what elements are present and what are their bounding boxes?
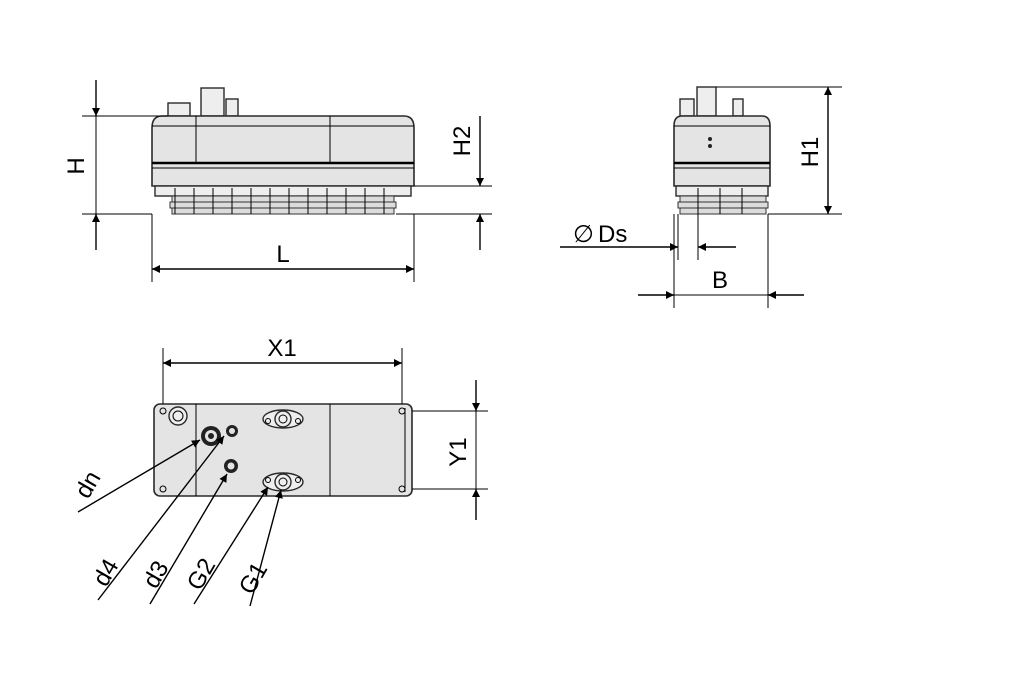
fitting-dn: [168, 406, 188, 426]
label-H: H: [63, 157, 90, 174]
label-dn: dn: [70, 466, 107, 503]
label-d3: d3: [138, 556, 175, 593]
side-fitting-tall: [696, 86, 717, 117]
side-view: H1 ∅ Ds B: [560, 86, 842, 308]
label-G2: G2: [182, 554, 221, 595]
side-fitting-left: [679, 98, 695, 117]
label-d4: d4: [88, 554, 125, 591]
label-Y1: Y1: [445, 437, 472, 466]
label-G1: G1: [234, 558, 273, 599]
leader-G1: [249, 489, 283, 607]
label-H1: H1: [797, 137, 824, 168]
label-X1: X1: [267, 335, 296, 362]
side-fitting-right: [732, 98, 744, 117]
fitting-small-right: [225, 98, 239, 117]
fitting-tall: [200, 87, 225, 117]
front-view: H H2 L: [63, 80, 492, 282]
label-B: B: [712, 267, 728, 294]
leader-dn: [77, 439, 201, 513]
housing-top: [153, 403, 413, 497]
g-port-lower: [262, 472, 304, 492]
g-port-upper: [262, 409, 304, 429]
label-H2: H2: [449, 126, 476, 157]
label-Ds-symbol: ∅: [573, 221, 594, 248]
label-Ds: Ds: [598, 221, 627, 248]
top-view: X1 Y1 dn d4 d3 G2 G1: [70, 335, 488, 607]
label-L: L: [276, 241, 289, 268]
connector-row: [154, 185, 412, 197]
leader-d4: [97, 435, 225, 601]
fitting-small-left: [167, 102, 191, 117]
leader-G2: [193, 486, 269, 605]
suction-cup-row-front: [169, 188, 397, 215]
suction-cup-row-side: [677, 188, 769, 215]
leader-d3: [149, 473, 228, 605]
